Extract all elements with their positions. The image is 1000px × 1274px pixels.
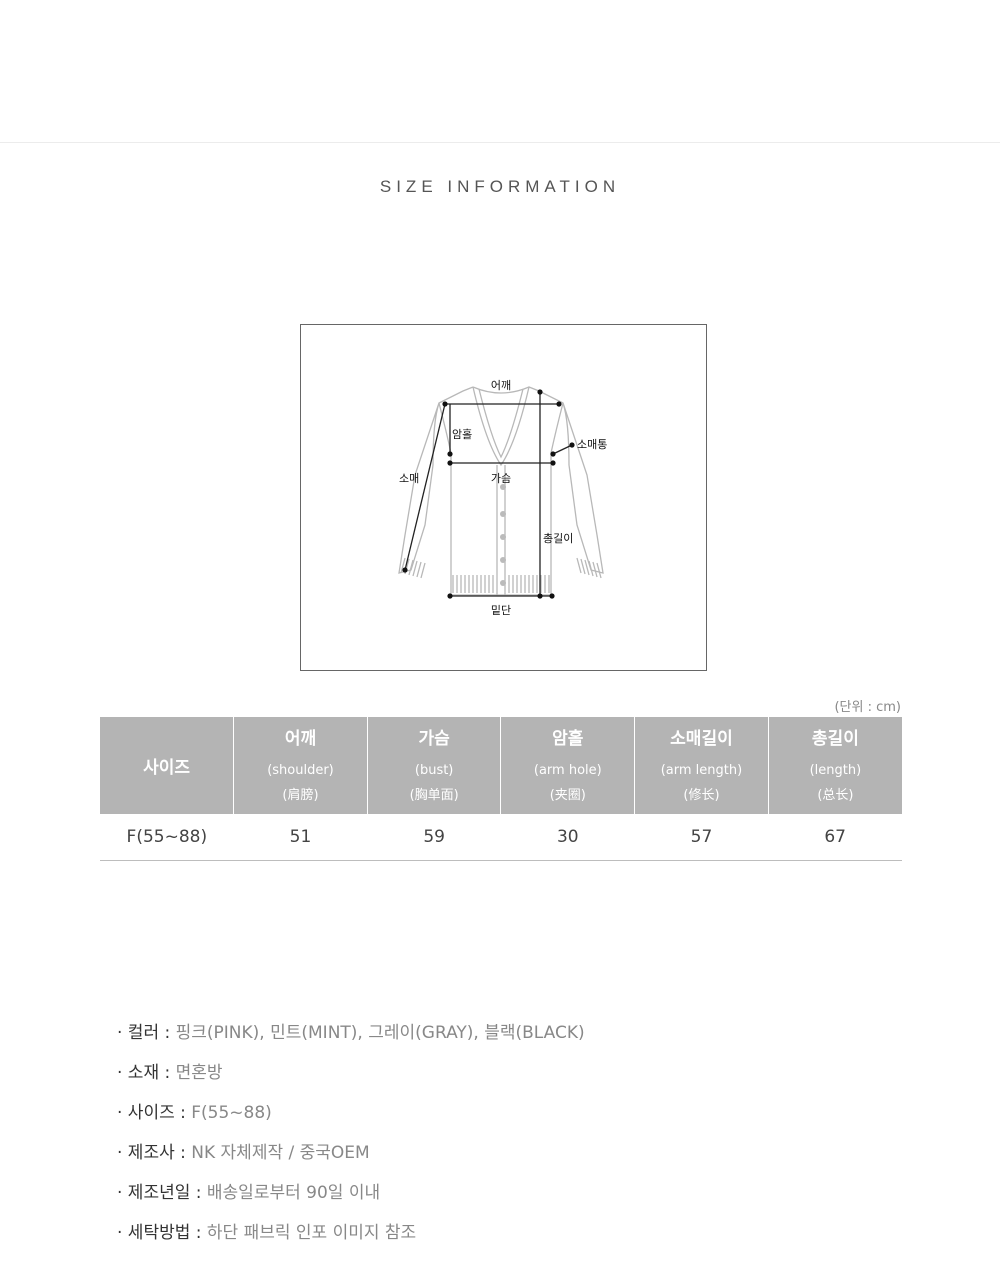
label-sleeve-width: 소매통	[577, 438, 607, 451]
label-shoulder: 어깨	[491, 379, 511, 392]
label-length: 총길이	[543, 532, 573, 545]
info-washing: · 세탁방법 : 하단 패브릭 인포 이미지 참조	[117, 1223, 417, 1243]
top-divider	[0, 142, 1000, 143]
info-manufacturer: · 제조사 : NK 자체제작 / 중국OEM	[117, 1143, 370, 1163]
button-3	[500, 534, 506, 540]
info-size: · 사이즈 : F(55~88)	[117, 1103, 272, 1123]
size-diagram: 어깨 암홀 소매통 소매 가슴 총길이 밑단	[300, 324, 707, 671]
cardigan-illustration: 어깨 암홀 소매통 소매 가슴 총길이 밑단	[398, 379, 607, 617]
label-armhole: 암홀	[452, 428, 472, 441]
label-hem: 밑단	[491, 604, 511, 617]
cardigan-outline	[472, 386, 604, 574]
button-4	[500, 557, 506, 563]
cell-size: F(55~88)	[100, 814, 234, 861]
info-material: · 소재 : 면혼방	[117, 1063, 223, 1083]
info-manufacture-date: · 제조년일 : 배송일로부터 90일 이내	[117, 1183, 381, 1203]
unit-note: (단위 : cm)	[834, 700, 901, 715]
button-2	[500, 511, 506, 517]
button-1	[500, 484, 506, 490]
header-shoulder: 어깨 (shoulder) (肩膀)	[233, 717, 368, 814]
header-arm-length: 소매길이 (arm length) (修长)	[634, 717, 769, 814]
table-row: F(55~88) 51 59 30 57 67	[100, 814, 902, 861]
label-sleeve: 소매	[399, 472, 419, 485]
info-color: · 컬러 : 핑크(PINK), 민트(MINT), 그레이(GRAY), 블랙…	[117, 1023, 585, 1043]
header-armhole: 암홀 (arm hole) (夹圈)	[500, 717, 636, 814]
label-chest: 가슴	[491, 472, 511, 485]
header-length: 총길이 (length) (总长)	[768, 717, 902, 814]
header-bust: 가슴 (bust) (胸单面)	[367, 717, 502, 814]
table-header-row: 사이즈 어깨 (shoulder) (肩膀) 가슴 (bust) (胸单面) 암…	[100, 717, 902, 814]
section-title: SIZE INFORMATION	[379, 177, 621, 196]
cell-bust: 59	[367, 814, 501, 861]
cell-arm-length: 57	[634, 814, 769, 861]
button-5	[500, 580, 506, 586]
cell-length: 67	[768, 814, 902, 861]
cell-armhole: 30	[500, 814, 635, 861]
sleeve-line	[404, 403, 446, 571]
cell-shoulder: 51	[233, 814, 368, 861]
size-table: 사이즈 어깨 (shoulder) (肩膀) 가슴 (bust) (胸单面) 암…	[100, 717, 902, 861]
sleeve-width-line	[552, 444, 573, 455]
product-info-list: · 컬러 : 핑크(PINK), 민트(MINT), 그레이(GRAY), 블랙…	[117, 1021, 585, 1261]
header-size: 사이즈	[100, 717, 235, 814]
